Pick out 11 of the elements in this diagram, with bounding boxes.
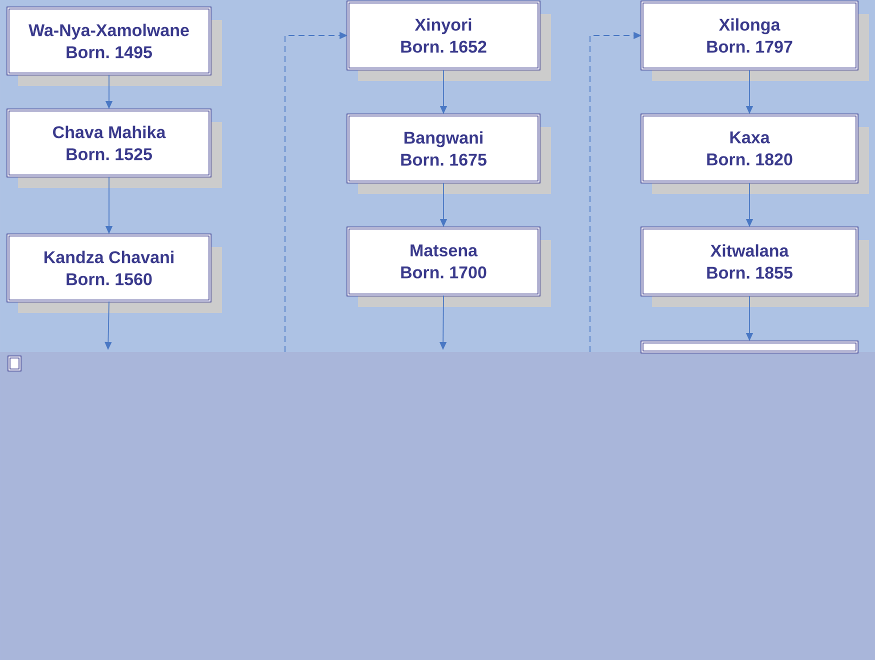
- person-box: Wa-Nya-Xamolwane Born. 1495: [6, 6, 212, 76]
- box: [640, 340, 858, 354]
- person-box: Bangwani Born. 1675: [346, 114, 540, 184]
- person-box: Kaxa Born. 1820: [640, 114, 858, 184]
- person-box: Matsena Born. 1700: [346, 226, 540, 296]
- person-box: Xinyori Born. 1652: [346, 0, 540, 70]
- person-box: Chava Mahika Born. 1525: [6, 108, 212, 178]
- box: [8, 356, 22, 372]
- person-box: Xitwalana Born. 1855: [640, 226, 858, 296]
- person-box: Kandza Chavani Born. 1560: [6, 234, 212, 302]
- person-box: Xilonga Born. 1797: [640, 0, 858, 70]
